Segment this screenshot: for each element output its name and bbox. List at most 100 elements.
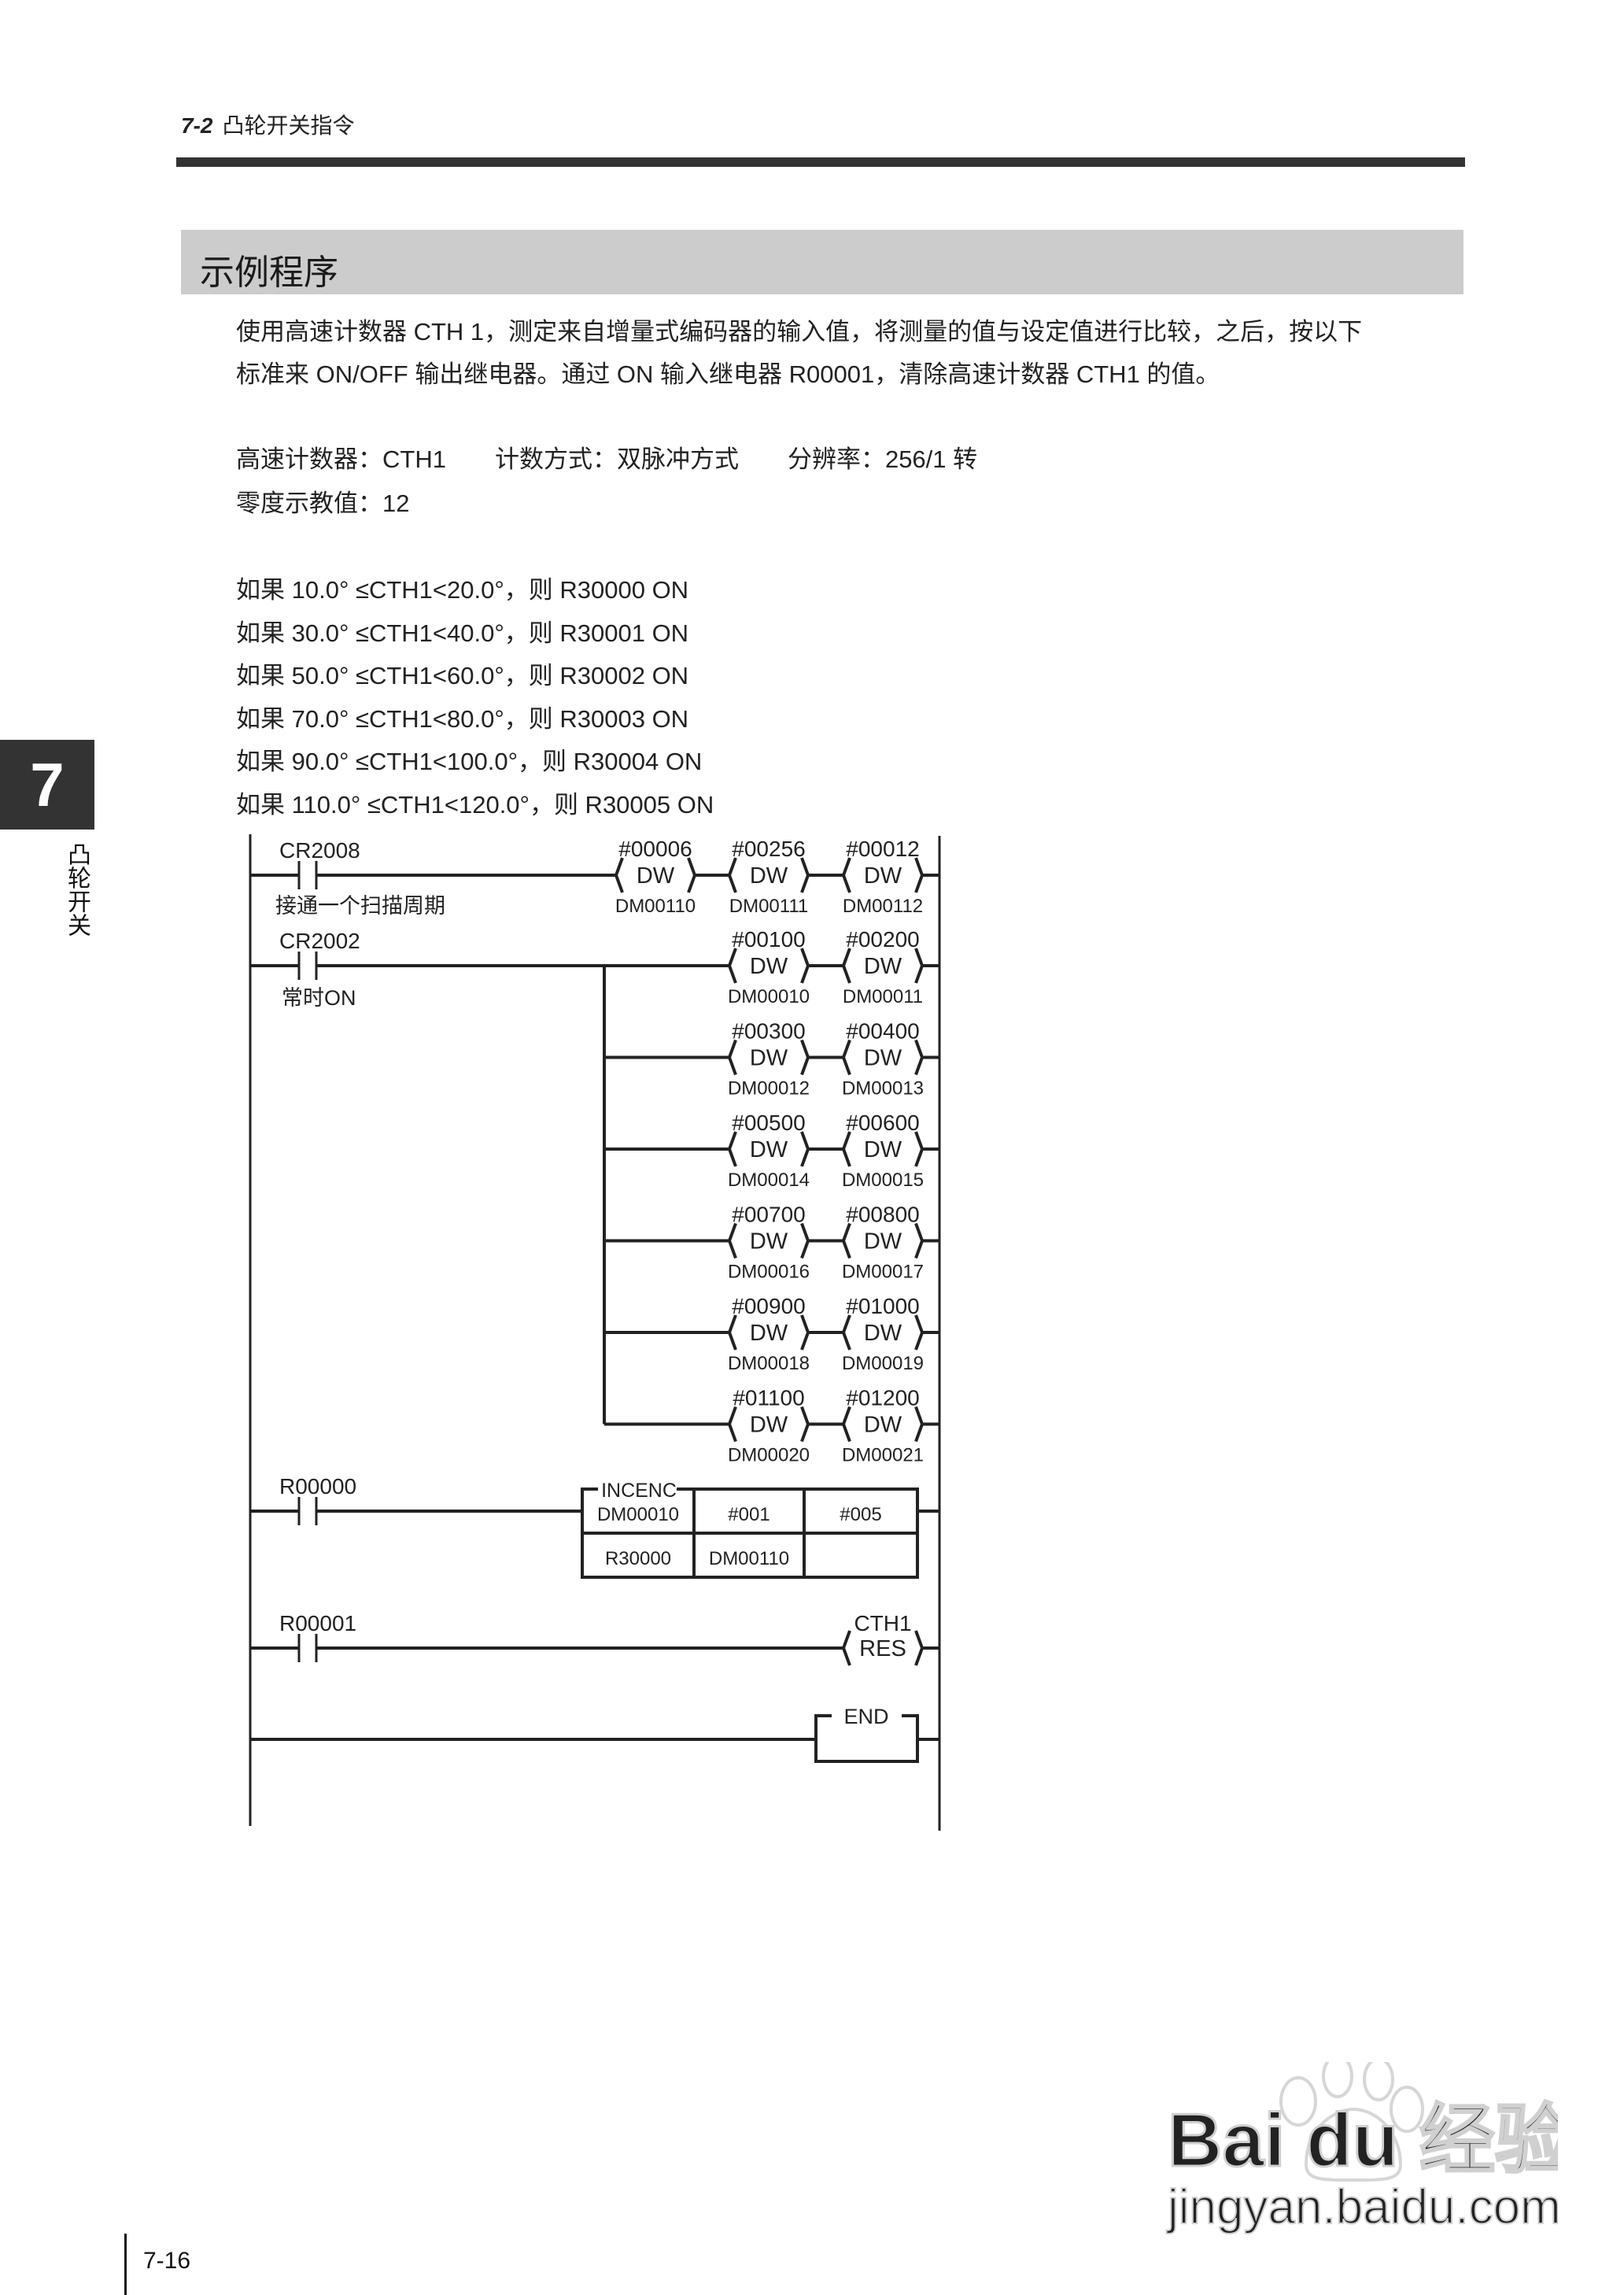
dw-coil-left-bracket — [841, 1406, 851, 1443]
section-title: 凸轮开关指令 — [222, 113, 355, 138]
dw-coil-right-bracket — [800, 1406, 810, 1443]
coil-value: #00800 — [846, 1203, 919, 1227]
dw-coil-right-bracket — [914, 1406, 925, 1443]
chapter-title-vertical: 凸轮开关 — [64, 842, 90, 937]
incenc-block-name: INCENC — [601, 1480, 677, 1502]
dw-coil-instr: DW — [864, 1229, 902, 1255]
coil-dest: DM00011 — [843, 986, 923, 1007]
dw-coil-instr: DW — [864, 1046, 902, 1071]
coil-dest: DM00010 — [728, 986, 810, 1007]
dw-coil-instr: DW — [864, 1321, 902, 1346]
incenc-param: DM00010 — [597, 1504, 679, 1525]
coil-dest: DM00014 — [728, 1170, 810, 1191]
chapter-number: 7 — [30, 750, 65, 819]
page-title-bar: 示例程序 — [181, 230, 1463, 294]
coil-dest: DM00021 — [842, 1445, 924, 1466]
dw-coil-right-bracket — [800, 1131, 810, 1167]
condition-item: 如果 110.0° ≤CTH1<120.0°，则 R30005 ON — [236, 791, 714, 819]
watermark-logo-text: Bai du 经验 — [1168, 2098, 1558, 2182]
dw-coil-left-bracket — [841, 1131, 851, 1167]
dw-coil-instr: DW — [637, 863, 675, 889]
contact-label: R00000 — [279, 1474, 356, 1499]
dw-coil-right-bracket — [914, 1222, 925, 1259]
coil-value: #00012 — [846, 837, 919, 861]
res-coil-right-bracket — [914, 1630, 925, 1666]
coil-value: #01000 — [846, 1294, 919, 1318]
coil-dest: DM00012 — [728, 1078, 810, 1099]
condition-item: 如果 70.0° ≤CTH1<80.0°，则 R30003 ON — [236, 705, 689, 733]
dw-coil-instr: DW — [864, 1413, 902, 1438]
coil-value: #00900 — [732, 1294, 805, 1318]
dw-coil-instr: DW — [750, 954, 788, 979]
dw-coil-left-bracket — [614, 857, 624, 893]
incenc-param: #001 — [728, 1504, 770, 1525]
dw-coil-instr: DW — [750, 1046, 788, 1071]
coil-value: #00500 — [732, 1111, 805, 1135]
dw-coil-right-bracket — [914, 857, 925, 893]
incenc-param: DM00110 — [709, 1548, 789, 1569]
dw-coil-right-bracket — [914, 1314, 925, 1351]
dw-coil-instr: DW — [750, 1413, 788, 1438]
end-block-frame — [814, 1714, 919, 1763]
condition-item: 如果 30.0° ≤CTH1<40.0°，则 R30001 ON — [236, 619, 689, 647]
coil-dest: DM00112 — [843, 896, 923, 917]
dw-coil-instr: DW — [750, 1229, 788, 1255]
dw-coil-instr: DW — [750, 1137, 788, 1162]
dw-coil-left-bracket — [841, 1222, 851, 1259]
coil-dest: DM00016 — [728, 1262, 810, 1283]
dw-coil-right-bracket — [914, 1131, 925, 1167]
paw-logo-icon — [1279, 2062, 1424, 2182]
coil-dest: DM00017 — [842, 1262, 924, 1283]
intro-line-1: 使用高速计数器 CTH 1，测定来自增量式编码器的输入值，将测量的值与设定值进行… — [236, 318, 1363, 346]
contact-label: CR2008 — [279, 838, 360, 863]
spec-line-1: 高速计数器：CTH1 计数方式：双脉冲方式 分辨率：256/1 转 — [236, 445, 978, 473]
res-coil-instr: RES — [859, 1636, 906, 1661]
coil-value: #00100 — [732, 927, 805, 952]
dw-coil-left-bracket — [727, 1131, 737, 1167]
coil-value: #00700 — [732, 1203, 805, 1227]
dw-coil-left-bracket — [727, 1314, 737, 1351]
section-number: 7-2 — [181, 113, 213, 138]
condition-item: 如果 50.0° ≤CTH1<60.0°，则 R30002 ON — [236, 662, 689, 689]
coil-dest: DM00015 — [842, 1170, 924, 1191]
coil-dest: DM00020 — [728, 1445, 810, 1466]
dw-coil-instr: DW — [864, 863, 902, 889]
dw-coil-right-bracket — [687, 857, 697, 893]
coil-value: #01200 — [846, 1386, 919, 1410]
condition-item: 如果 90.0° ≤CTH1<100.0°，则 R30004 ON — [236, 748, 703, 775]
dw-coil-instr: DW — [750, 1321, 788, 1346]
contact-label: CR2002 — [279, 929, 360, 953]
coil-dest: DM00111 — [729, 896, 809, 917]
coil-dest: DM00013 — [842, 1078, 924, 1099]
incenc-param: R30000 — [605, 1548, 671, 1569]
dw-coil-left-bracket — [727, 1222, 737, 1259]
res-coil-left-bracket — [841, 1630, 851, 1666]
dw-coil-right-bracket — [914, 1039, 925, 1076]
incenc-block-frame — [581, 1488, 919, 1579]
coil-value: #00400 — [846, 1019, 919, 1044]
dw-coil-instr: DW — [750, 863, 788, 889]
coil-value: #00200 — [846, 927, 919, 952]
dw-coil-right-bracket — [914, 948, 925, 984]
dw-coil-left-bracket — [841, 948, 851, 984]
coil-dest: DM00110 — [615, 896, 696, 917]
chapter-tab[interactable]: 7 — [0, 740, 94, 830]
incenc-param: #005 — [840, 1504, 881, 1525]
dw-coil-instr: DW — [864, 954, 902, 979]
dw-coil-right-bracket — [800, 1222, 810, 1259]
contact-comment: 常时ON — [282, 986, 356, 1010]
spec-line-2: 零度示教值：12 — [236, 490, 410, 517]
res-coil-target: CTH1 — [854, 1611, 911, 1635]
page-title: 示例程序 — [200, 253, 338, 292]
dw-coil-left-bracket — [727, 857, 737, 893]
dw-coil-left-bracket — [841, 857, 851, 893]
dw-coil-right-bracket — [800, 857, 810, 893]
coil-value: #00006 — [618, 837, 692, 861]
coil-value: #00600 — [846, 1111, 919, 1135]
contact-comment: 接通一个扫描周期 — [275, 894, 445, 918]
dw-coil-left-bracket — [727, 948, 737, 984]
dw-coil-left-bracket — [727, 1406, 737, 1443]
dw-coil-left-bracket — [841, 1039, 851, 1076]
dw-coil-left-bracket — [727, 1039, 737, 1076]
